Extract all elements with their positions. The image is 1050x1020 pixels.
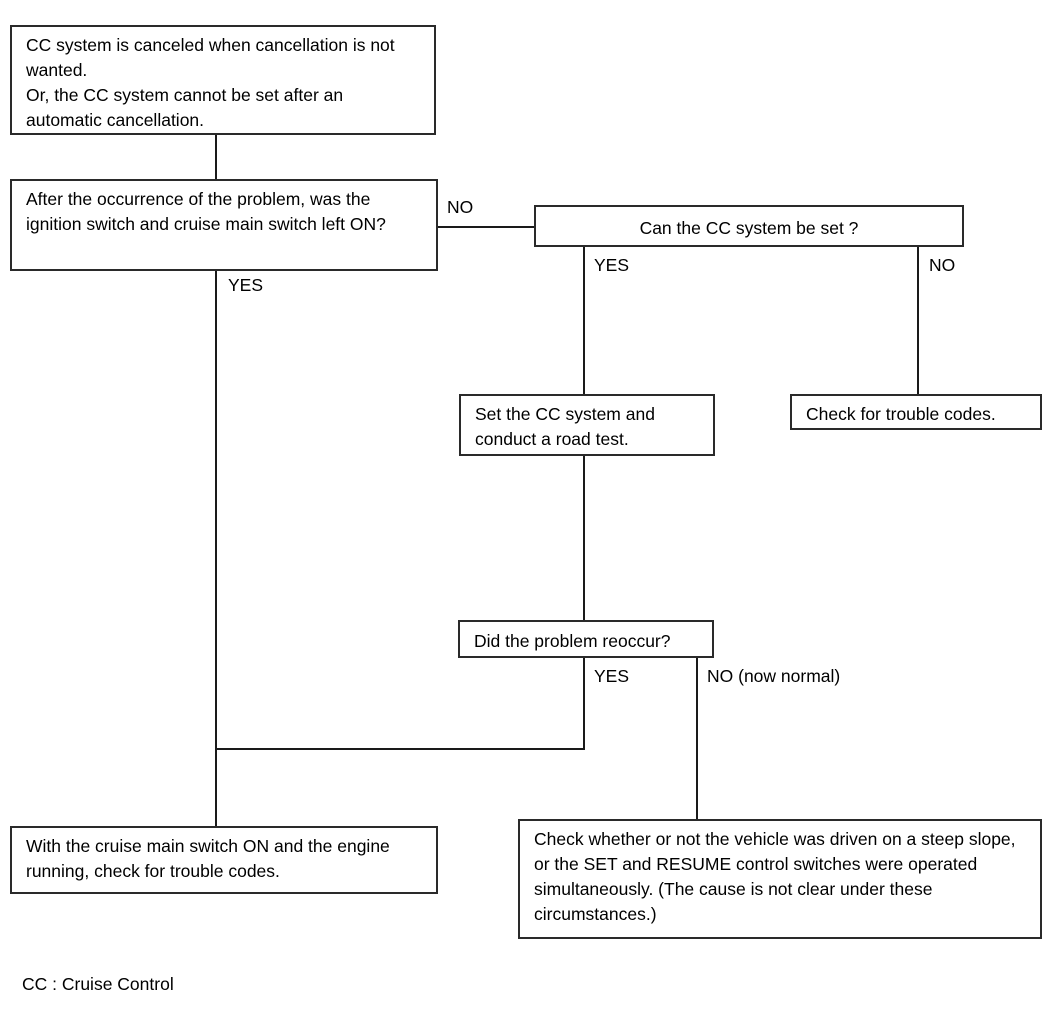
node-set-cc-and-road-test: Set the CC system and conduct a road tes… xyxy=(459,394,715,456)
edge-reoccur-no-to-steep-slope xyxy=(696,656,698,821)
edge-reoccur-yes-vertical xyxy=(583,656,585,750)
edge-can-set-yes-to-road-test xyxy=(583,245,585,396)
edge-label-ignition-yes: YES xyxy=(228,275,264,295)
node-question-problem-reoccur: Did the problem reoccur? xyxy=(458,620,714,658)
edge-reoccur-yes-to-trunk xyxy=(215,748,585,750)
node-question-can-cc-be-set: Can the CC system be set ? xyxy=(534,205,964,247)
edge-label-can-set-no: NO xyxy=(929,255,956,275)
edge-ignition-no-to-can-set xyxy=(436,226,536,228)
edge-ignition-yes-trunk xyxy=(215,269,217,828)
edge-road-test-to-reoccur-question xyxy=(583,454,585,622)
node-steep-slope-check: Check whether or not the vehicle was dri… xyxy=(518,819,1042,939)
legend-footnote: CC : Cruise Control xyxy=(22,974,174,994)
edge-label-can-set-yes: YES xyxy=(594,255,630,275)
edge-label-ignition-no: NO xyxy=(447,197,474,217)
node-cruise-main-switch-on-check: With the cruise main switch ON and the e… xyxy=(10,826,438,894)
edge-can-set-no-to-trouble-codes xyxy=(917,245,919,396)
node-check-trouble-codes: Check for trouble codes. xyxy=(790,394,1042,430)
node-symptom: CC system is canceled when cancellation … xyxy=(10,25,436,135)
edge-label-reoccur-no: NO (now normal) xyxy=(707,666,841,686)
edge-symptom-to-ignition-question xyxy=(215,133,217,181)
node-question-ignition-switch: After the occurrence of the problem, was… xyxy=(10,179,438,271)
edge-label-reoccur-yes: YES xyxy=(594,666,630,686)
